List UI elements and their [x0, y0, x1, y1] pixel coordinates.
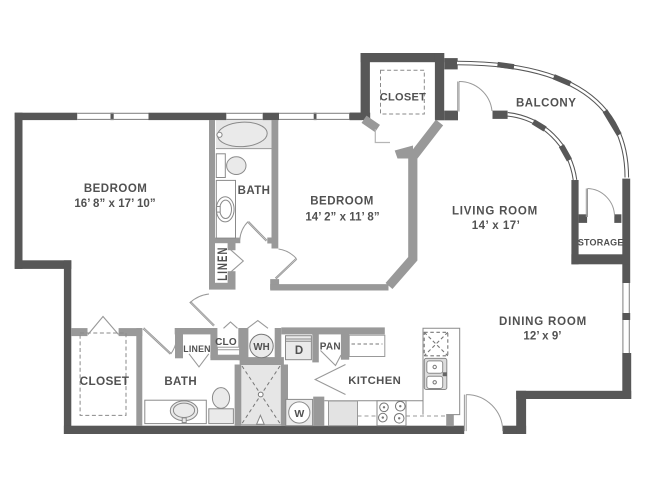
svg-text:BALCONY: BALCONY — [516, 98, 576, 110]
svg-text:LIVING ROOM: LIVING ROOM — [452, 205, 538, 217]
svg-text:LINEN: LINEN — [214, 246, 230, 280]
svg-text:D: D — [295, 345, 303, 357]
svg-text:BATH: BATH — [238, 185, 271, 197]
svg-text:PAN: PAN — [320, 341, 341, 352]
svg-text:CLOSET: CLOSET — [380, 92, 426, 104]
svg-text:CLO: CLO — [215, 337, 237, 348]
svg-text:12’ x 9’: 12’ x 9’ — [523, 331, 561, 343]
svg-text:CLOSET: CLOSET — [80, 374, 130, 388]
svg-text:BEDROOM: BEDROOM — [84, 183, 148, 195]
svg-text:STORAGE: STORAGE — [578, 237, 624, 247]
svg-text:W: W — [294, 408, 304, 420]
svg-text:DINING ROOM: DINING ROOM — [499, 316, 587, 328]
svg-text:BATH: BATH — [164, 376, 197, 388]
svg-text:BEDROOM: BEDROOM — [310, 196, 374, 208]
svg-text:16’ 8” x 17’ 10”: 16’ 8” x 17’ 10” — [74, 198, 155, 210]
svg-text:14’ 2” x 11’ 8”: 14’ 2” x 11’ 8” — [305, 211, 379, 223]
svg-text:KITCHEN: KITCHEN — [348, 375, 401, 387]
svg-text:14’ x 17’: 14’ x 17’ — [472, 220, 521, 232]
svg-text:LINEN: LINEN — [183, 344, 210, 354]
svg-text:WH: WH — [253, 342, 269, 353]
